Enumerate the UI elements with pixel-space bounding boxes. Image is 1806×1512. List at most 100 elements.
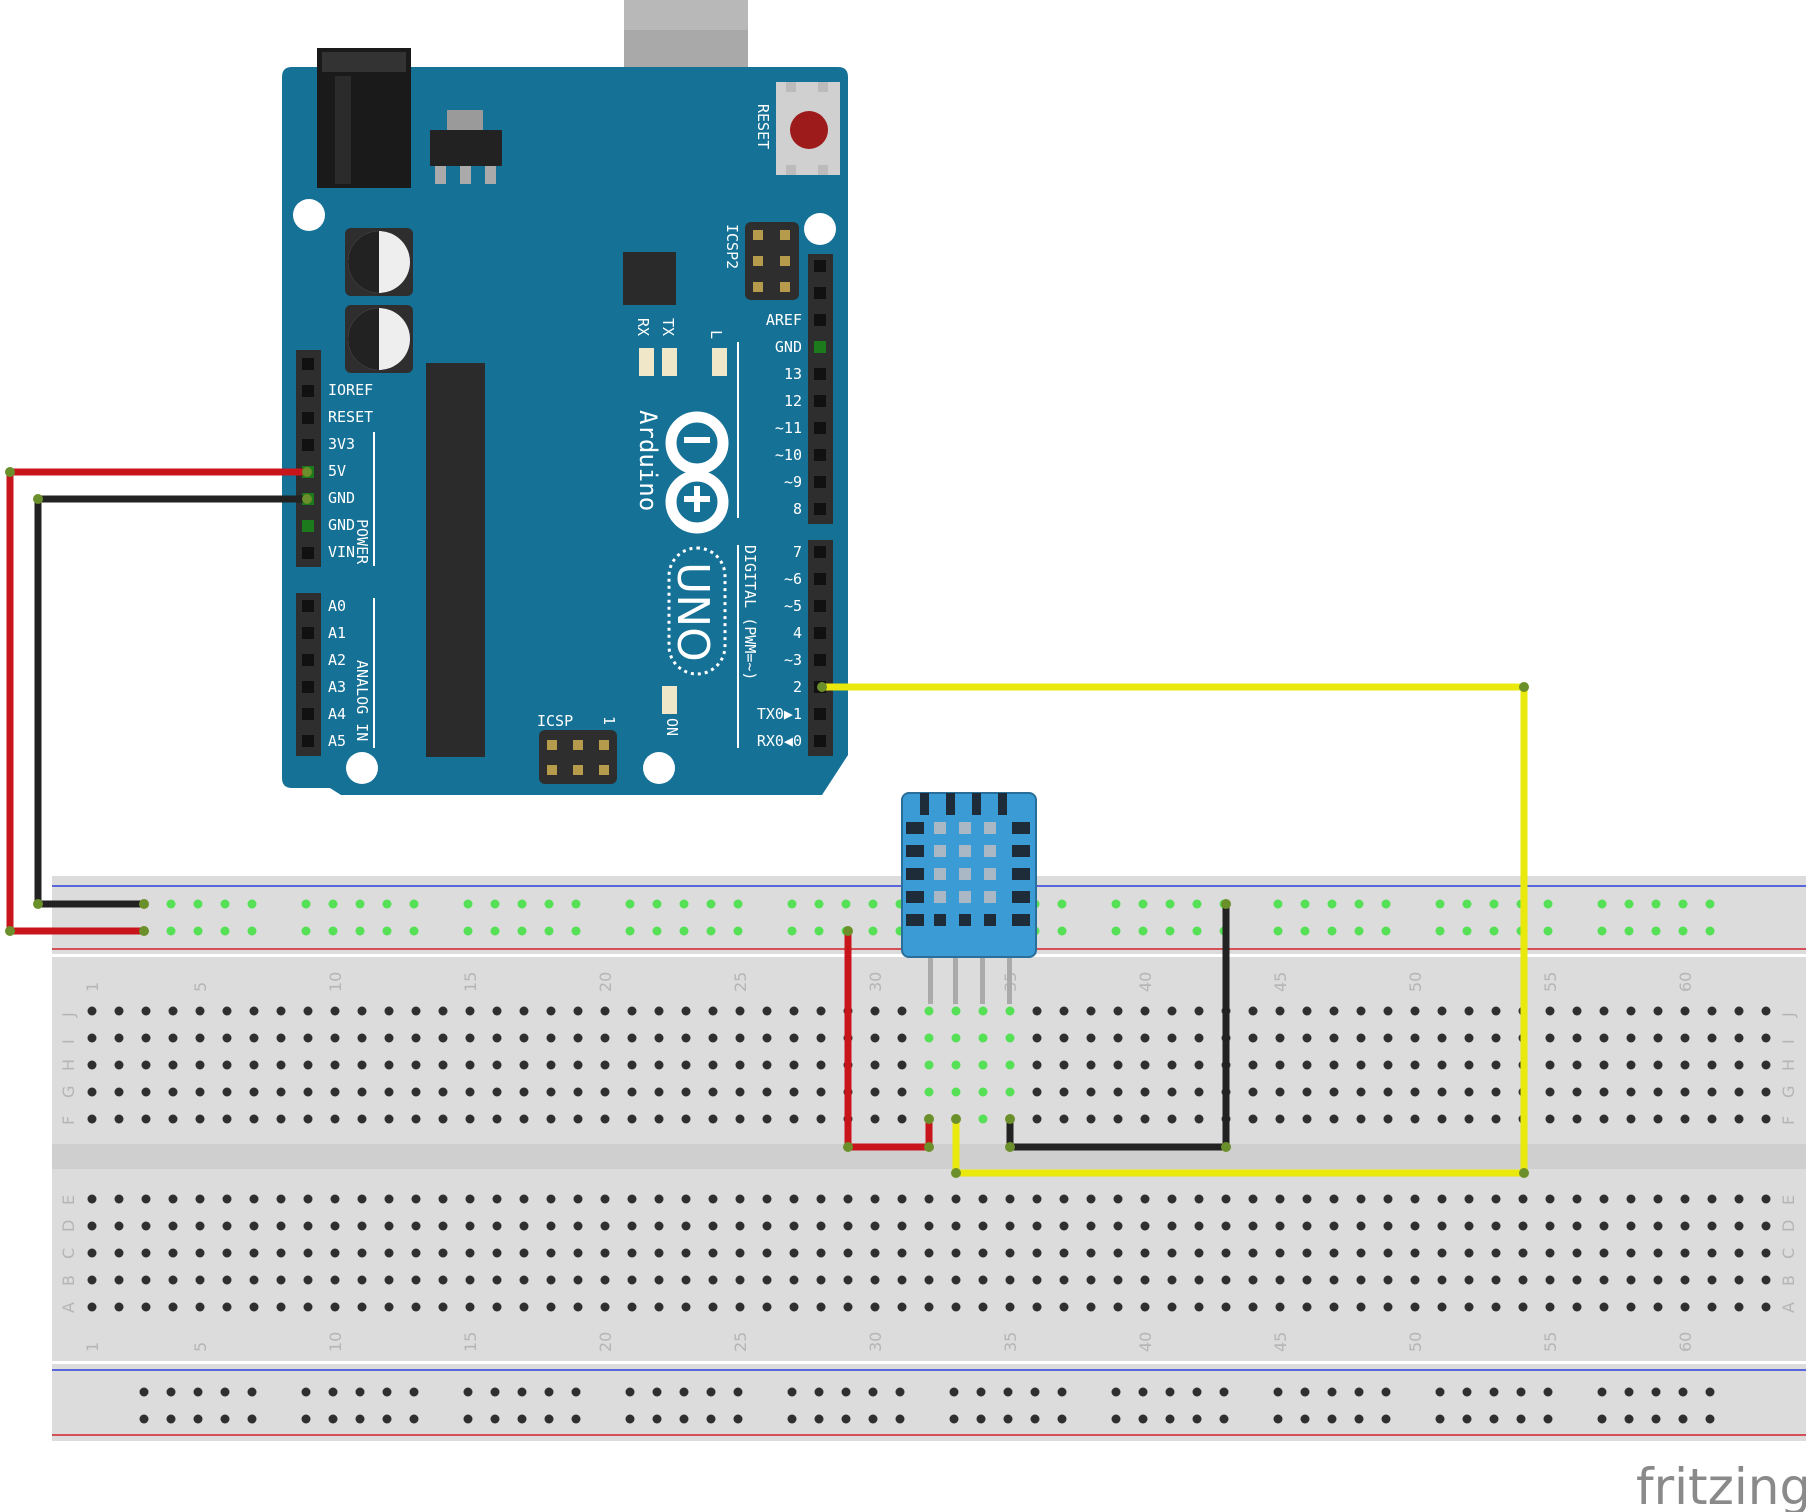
column-number: 25 [731,972,750,992]
breadboard-hole [600,1006,610,1016]
breadboard-hole [870,1060,880,1070]
breadboard-hole [465,1275,475,1285]
breadboard-hole [951,1302,961,1312]
row-letter: D [1779,1220,1798,1232]
breadboard-hole [708,1033,718,1043]
rail-hole [328,899,338,909]
breadboard-hole [762,1248,772,1258]
rail-hole [1678,926,1688,936]
breadboard-hole [1140,1302,1150,1312]
row-letter: C [1779,1248,1798,1259]
header-pin [814,708,826,720]
rail-hole [247,899,257,909]
header-pin [302,439,314,451]
breadboard-hole [1761,1302,1771,1312]
rail-hole [1435,899,1445,909]
wire-end [1005,1142,1015,1152]
analog-pin-label: A3 [328,678,346,696]
breadboard-hole [654,1114,664,1124]
breadboard-hole [816,1221,826,1231]
breadboard-hole [1545,1006,1555,1016]
breadboard-hole [1248,1194,1258,1204]
breadboard-hole [1410,1033,1420,1043]
rail-hole [652,899,662,909]
breadboard-hole [1275,1302,1285,1312]
breadboard-hole [195,1087,205,1097]
breadboard-hole [600,1302,610,1312]
rail-hole [1543,926,1553,936]
rail-hole [328,1387,338,1397]
breadboard-hole [1545,1221,1555,1231]
rail-hole [1435,1387,1445,1397]
breadboard-hole [1194,1248,1204,1258]
breadboard-hole [357,1194,367,1204]
breadboard-hole [681,1006,691,1016]
breadboard-hole [654,1194,664,1204]
breadboard-hole [1194,1194,1204,1204]
rail-hole [1327,899,1337,909]
breadboard-hole [1437,1033,1447,1043]
rail-hole [1138,899,1148,909]
breadboard-hole [330,1194,340,1204]
breadboard-hole [1437,1302,1447,1312]
header-pin [814,503,826,515]
column-number: 15 [461,972,480,992]
breadboard-hole [141,1006,151,1016]
breadboard-hole [168,1221,178,1231]
breadboard-hole [492,1006,502,1016]
breadboard-hole [1059,1275,1069,1285]
breadboard-hole [1221,1221,1231,1231]
header-pin [814,449,826,461]
rail-hole [1192,1387,1202,1397]
power-pin-label: 3V3 [328,435,355,453]
breadboard-hole [249,1060,259,1070]
rail-hole [1165,1414,1175,1424]
breadboard-hole [1194,1060,1204,1070]
breadboard-hole [1356,1248,1366,1258]
breadboard-hole [1356,1194,1366,1204]
breadboard-hole [1221,1194,1231,1204]
breadboard-hole [1383,1060,1393,1070]
header-pin [302,358,314,370]
rail-hole [1273,926,1283,936]
breadboard-hole [573,1087,583,1097]
breadboard-hole [1140,1114,1150,1124]
breadboard-hole [1734,1221,1744,1231]
rail-hole [1057,926,1067,936]
breadboard-hole [1545,1275,1555,1285]
digital-pin-label: 2 [793,678,802,696]
breadboard-hole [141,1275,151,1285]
breadboard-hole [1464,1087,1474,1097]
breadboard-hole [384,1275,394,1285]
breadboard-hole [1248,1221,1258,1231]
breadboard-hole [1464,1221,1474,1231]
breadboard-hole [735,1060,745,1070]
breadboard-hole [411,1221,421,1231]
breadboard-hole [1734,1033,1744,1043]
row-letter: F [59,1116,78,1125]
breadboard-hole [1761,1221,1771,1231]
wire-end [139,926,149,936]
dht11-sensor [901,792,1037,1004]
reset-button[interactable] [776,82,840,175]
breadboard-hole [1248,1248,1258,1258]
tx-led [662,348,677,376]
breadboard-hole [249,1248,259,1258]
digital-pin-label: ~5 [784,597,802,615]
breadboard-hole [141,1221,151,1231]
rail-hole [1057,1414,1067,1424]
breadboard-hole [816,1006,826,1016]
breadboard-hole [384,1006,394,1016]
breadboard-hole [600,1033,610,1043]
breadboard-hole [114,1194,124,1204]
breadboard-hole [87,1060,97,1070]
rail-hole [1354,1387,1364,1397]
rail-hole [382,899,392,909]
tx-label: TX [659,318,677,336]
breadboard-hole [1761,1033,1771,1043]
breadboard-hole [168,1087,178,1097]
on-led [662,686,677,714]
rail-hole [679,1414,689,1424]
breadboard-hole [573,1302,583,1312]
breadboard-hole [1410,1060,1420,1070]
